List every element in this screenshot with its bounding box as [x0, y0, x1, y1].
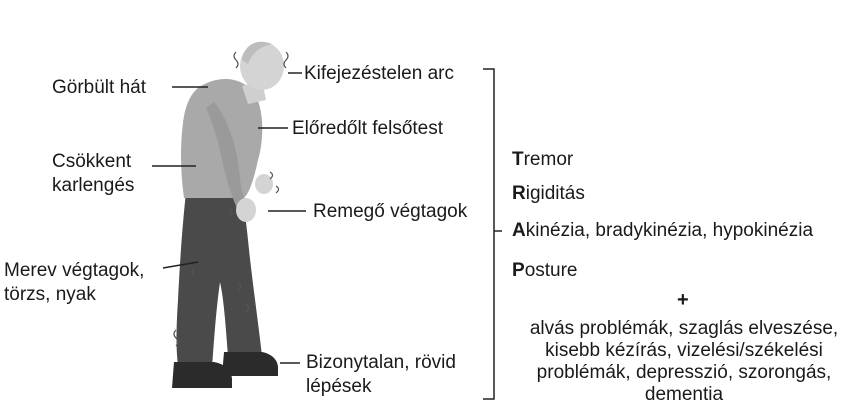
- label-reduced-armswing-line1: Csökkent: [52, 151, 132, 172]
- label-masked-face: Kifejezéstelen arc: [304, 63, 454, 84]
- label-stooped-trunk: Előredőlt felsőtest: [292, 118, 444, 139]
- additional-line-3: problémák, depresszió, szorongás,: [536, 362, 832, 383]
- right-shoe: [222, 352, 278, 376]
- additional-symptoms: alvás problémák, szaglás elveszése, kise…: [504, 318, 864, 406]
- label-rigid-limbs: Merev végtagok, törzs, nyak: [4, 259, 144, 307]
- additional-line-4: dementia: [644, 384, 724, 405]
- arm: [206, 102, 248, 210]
- label-rigid-limbs-line1: Merev végtagok,: [4, 260, 145, 281]
- label-short-steps-line2: lépések: [306, 376, 372, 397]
- label-short-steps: Bizonytalan, rövid lépések: [306, 351, 456, 399]
- tremor-marks: [173, 51, 289, 347]
- additional-line-2: kisebb kézírás, vizelési/székelési: [545, 340, 823, 361]
- label-reduced-armswing-line2: karlengés: [52, 175, 135, 196]
- label-short-steps-line1: Bizonytalan, rövid: [306, 352, 456, 373]
- left-hand: [236, 198, 256, 222]
- connector-lines: [152, 68, 502, 400]
- tramp-tremor: Tremor: [512, 149, 574, 170]
- label-curved-back: Görbült hát: [52, 77, 146, 98]
- label-rigid-limbs-line2: törzs, nyak: [4, 284, 96, 305]
- hair: [242, 41, 272, 64]
- label-tremor-limbs: Remegő végtagok: [313, 201, 468, 222]
- tramp-posture: Posture: [512, 260, 578, 281]
- right-hand: [255, 174, 273, 194]
- tramp-rigidity: Rigiditás: [512, 183, 585, 204]
- additional-line-1: alvás problémák, szaglás elveszése,: [529, 318, 839, 339]
- tramp-akinesia: Akinézia, bradykinézia, hypokinézia: [512, 220, 814, 241]
- label-reduced-armswing: Csökkent karlengés: [52, 150, 134, 198]
- pants: [176, 192, 262, 368]
- left-shoe: [172, 362, 232, 388]
- plus-sign: +: [677, 289, 689, 311]
